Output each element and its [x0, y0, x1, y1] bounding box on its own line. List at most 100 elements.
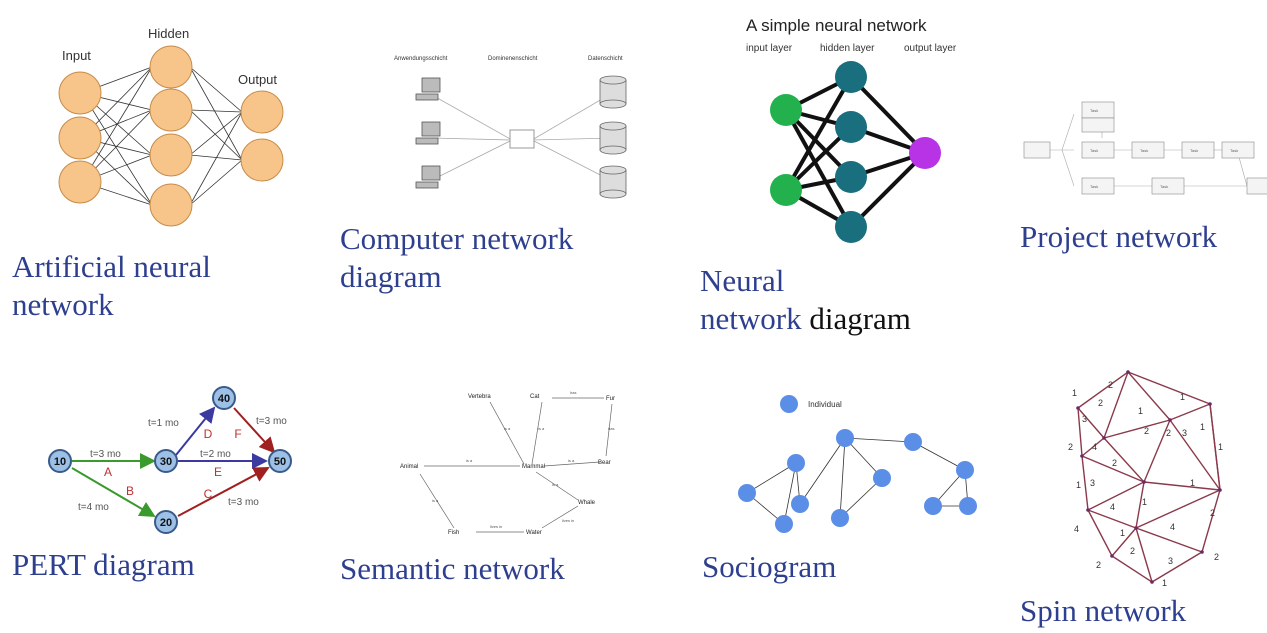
spin-edge-label: 2	[1108, 380, 1113, 390]
pert-node	[212, 386, 236, 410]
spin-edge-label: 2	[1096, 560, 1101, 570]
project-network-diagram: Task Task Task Task Task Task Task	[1022, 88, 1267, 213]
ann-input-node	[58, 116, 102, 160]
project-task-text: Task	[1090, 148, 1098, 153]
pert-activity-label: D	[204, 427, 213, 441]
computer-switch	[509, 129, 535, 149]
project-task-box	[1181, 141, 1215, 159]
project-task-text: Task	[1090, 184, 1098, 189]
pert-duration-label: t=3 mo	[90, 449, 121, 460]
pert-activity-label: B	[126, 484, 134, 498]
pert-node	[48, 449, 72, 473]
sociogram-node	[904, 433, 922, 451]
ann-hidden-node	[149, 183, 193, 227]
ann-hidden-node	[149, 45, 193, 89]
pert-duration-label: t=3 mo	[256, 416, 287, 427]
spin-edge-label: 4	[1092, 442, 1097, 452]
spin-edge-label: 1	[1218, 442, 1223, 452]
project-task-text: Task	[1230, 148, 1238, 153]
nn-title: A simple neural network	[746, 16, 927, 35]
computer-client-icon	[415, 77, 441, 189]
nn-hidden-node	[835, 61, 867, 93]
project-task-box	[1081, 117, 1115, 133]
project-caption: Project network	[1020, 219, 1218, 254]
spin-edge-label: 3	[1182, 428, 1187, 438]
semantic-node: Vertebra	[468, 394, 491, 400]
project-task-box	[1081, 141, 1115, 159]
computer-network-diagram: Anwendungsschicht Dominenenschicht Daten…	[392, 50, 652, 210]
pert-duration-label: t=3 mo	[228, 497, 259, 508]
ann-caption: Artificial neural network	[12, 249, 211, 322]
sociogram-node	[873, 469, 891, 487]
pert-node-label: 40	[218, 393, 230, 405]
spin-edge-label: 3	[1082, 414, 1087, 424]
panel-sociogram: Individual Sociogram	[700, 360, 1000, 633]
spin-edge-label: 1	[1190, 478, 1195, 488]
semantic-edge-label: is a	[552, 482, 559, 487]
sociogram-legend-node	[780, 395, 798, 413]
pert-node	[154, 449, 178, 473]
spin-edge-label: 1	[1180, 392, 1185, 402]
nn-input-node	[770, 174, 802, 206]
sociogram-caption: Sociogram	[702, 549, 837, 584]
semantic-node: Animal	[400, 464, 418, 470]
nn-hidden-label: hidden layer	[820, 43, 875, 54]
nn-hidden-node	[835, 111, 867, 143]
sociogram-node	[956, 461, 974, 479]
semantic-caption: Semantic network	[340, 551, 565, 586]
pert-activity-label: F	[234, 427, 241, 441]
nn-input-node	[770, 94, 802, 126]
semantic-network-diagram: Vertebra Cat Fur Animal Mammal Bear Whal…	[400, 390, 615, 536]
spin-edge-label: 4	[1170, 522, 1175, 532]
project-task-box	[1221, 141, 1255, 159]
project-task-text: Task	[1160, 184, 1168, 189]
pert-duration-label: t=4 mo	[78, 502, 109, 513]
nnd-caption: Neural network diagram	[700, 263, 911, 336]
panel-semantic-network: Vertebra Cat Fur Animal Mammal Bear Whal…	[330, 360, 660, 633]
spin-edge-label: 3	[1168, 556, 1173, 566]
pert-duration-label: t=2 mo	[200, 449, 231, 460]
sociogram-node	[787, 454, 805, 472]
spin-network-diagram: 2 1 2 3 1 1 2 4 1 2 2 3 1 3 1 2 1 4 1 4 …	[1068, 370, 1223, 588]
spin-edge-label: 4	[1074, 524, 1079, 534]
spin-edge-label: 1	[1142, 497, 1147, 507]
panel-spin-network: 2 1 2 3 1 1 2 4 1 2 2 3 1 3 1 2 1 4 1 4 …	[1010, 350, 1267, 633]
semantic-edge-label: is a	[504, 426, 511, 431]
sociogram-node	[836, 429, 854, 447]
computer-label-mid: Dominenenschicht	[488, 56, 538, 62]
nn-output-node	[909, 137, 941, 169]
spin-edge-label: 3	[1090, 478, 1095, 488]
sociogram-node	[924, 497, 942, 515]
ann-input-label: Input	[62, 48, 91, 63]
semantic-edge-label: is a	[466, 458, 473, 463]
nn-hidden-node	[835, 211, 867, 243]
spin-edge-label: 1	[1200, 422, 1205, 432]
project-task-box	[1151, 177, 1185, 195]
sociogram-node	[959, 497, 977, 515]
project-task-text: Task	[1190, 148, 1198, 153]
nn-output-label: output layer	[904, 43, 957, 54]
sociogram-node	[831, 509, 849, 527]
pert-diagram: 10 20 30 40 50 A B C D E F t=3 mo t=4 mo…	[48, 386, 292, 534]
panel-project-network: Task Task Task Task Task Task Task Proje…	[1010, 0, 1267, 300]
computer-caption: Computer network diagram	[340, 221, 574, 294]
spin-edge-label: 2	[1112, 458, 1117, 468]
semantic-edge-label: lives in	[490, 524, 502, 529]
spin-edge-label: 2	[1210, 508, 1215, 518]
ann-hidden-node	[149, 133, 193, 177]
nn-input-label: input layer	[746, 43, 793, 54]
spin-edge-label: 2	[1098, 398, 1103, 408]
project-task-box	[1131, 141, 1165, 159]
ann-hidden-label: Hidden	[148, 26, 189, 41]
pert-node-label: 20	[160, 517, 172, 529]
computer-label-right: Datenschicht	[588, 56, 623, 62]
panel-artificial-neural-network: Input Hidden Output Artificial neural ne…	[0, 0, 300, 322]
pert-activity-label: A	[104, 465, 112, 479]
spin-edge-label: 2	[1068, 442, 1073, 452]
ann-input-node	[58, 71, 102, 115]
ann-hidden-node	[149, 88, 193, 132]
semantic-node: Water	[526, 530, 542, 536]
panel-pert-diagram: 10 20 30 40 50 A B C D E F t=3 mo t=4 mo…	[0, 360, 320, 633]
spin-edge-label: 1	[1072, 388, 1077, 398]
sociogram-diagram: Individual	[738, 395, 977, 533]
